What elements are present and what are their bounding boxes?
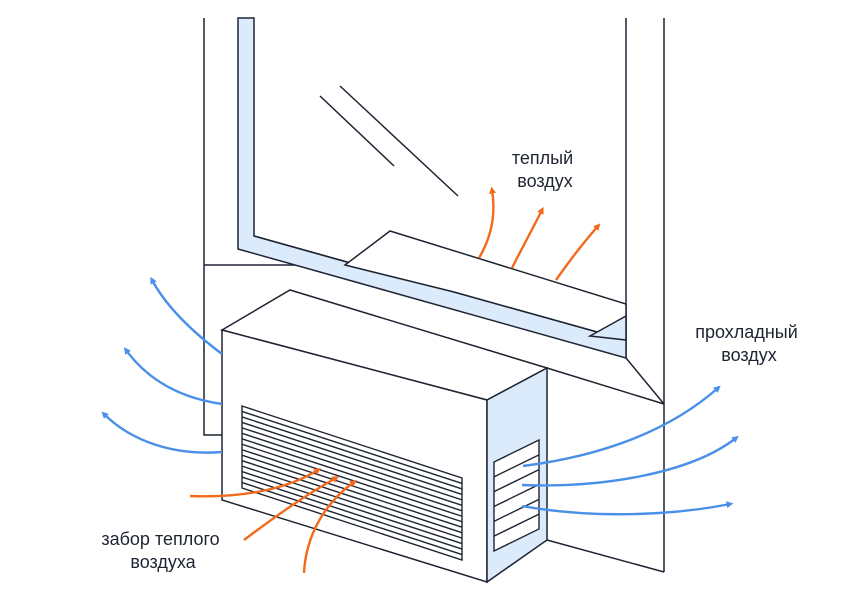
vent-slat bbox=[493, 498, 540, 522]
cool-air-arrow bbox=[123, 347, 223, 406]
cool-air-label: прохладный воздух bbox=[695, 322, 803, 365]
warm-air-label: теплый воздух bbox=[512, 148, 578, 191]
ac-top-panel bbox=[343, 230, 627, 341]
warm-air-arrow bbox=[555, 223, 601, 281]
cool-air-arrow bbox=[521, 435, 739, 487]
warm-air-arrows bbox=[477, 186, 601, 281]
warm-intake-arrows bbox=[189, 468, 357, 574]
grille-slat bbox=[241, 416, 463, 490]
cool-air-arrow bbox=[522, 385, 721, 468]
vent-slat bbox=[493, 513, 540, 537]
grille-slat bbox=[241, 427, 463, 501]
grille-slat bbox=[241, 421, 463, 496]
grille-slat bbox=[241, 432, 463, 506]
cool-air-arrow bbox=[101, 411, 223, 454]
warm-air-arrow bbox=[510, 206, 544, 269]
glass-reflection bbox=[339, 85, 459, 197]
warm-intake-arrow bbox=[302, 479, 357, 574]
cool-air-arrow bbox=[150, 276, 223, 355]
grille-slat bbox=[241, 438, 463, 512]
glass-reflection bbox=[319, 95, 395, 167]
vent-slat bbox=[493, 454, 540, 478]
warm-intake-label: забор теплого воздуха bbox=[101, 529, 224, 572]
cool-air-arrow bbox=[521, 501, 734, 516]
grille-slat bbox=[241, 460, 463, 534]
cool-air-right-arrows bbox=[521, 385, 739, 516]
grille-slat bbox=[241, 476, 463, 550]
vent-slat bbox=[493, 483, 540, 508]
vent-slat bbox=[493, 469, 540, 493]
grille-slat bbox=[241, 481, 463, 556]
side-vent bbox=[493, 438, 540, 553]
warm-intake-arrow bbox=[243, 476, 340, 541]
grille-slat bbox=[241, 454, 463, 528]
grille-slat bbox=[241, 410, 463, 485]
cool-air-left-arrows bbox=[101, 276, 223, 454]
warm-air-arrow bbox=[477, 186, 497, 259]
window-frame bbox=[203, 18, 665, 572]
warm-intake-arrow bbox=[189, 468, 321, 498]
grille-slat bbox=[241, 470, 463, 545]
grille-slat bbox=[241, 465, 463, 539]
